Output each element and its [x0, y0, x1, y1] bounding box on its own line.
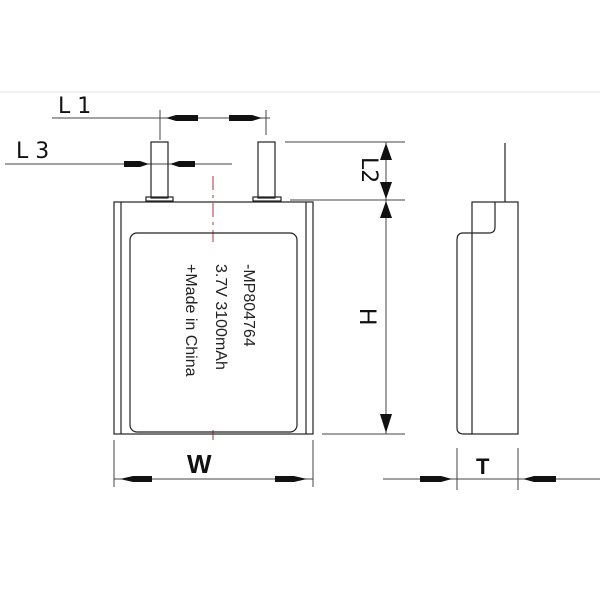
dim-label-l3: L 3 [16, 139, 49, 164]
arrowhead [124, 161, 149, 167]
label-origin: +Made in China [182, 264, 199, 377]
label-model: -MP804764 [240, 264, 257, 347]
dim-label-t: T [476, 454, 490, 479]
dim-label-h: H [354, 308, 381, 325]
arrowhead [523, 476, 556, 482]
label-spec: 3.7V 3100mAh [212, 264, 229, 370]
arrowhead [229, 115, 262, 121]
tab-base [145, 196, 174, 202]
arrowhead [166, 115, 198, 121]
tab-base [252, 196, 282, 202]
arrowhead [420, 476, 452, 482]
dim-label-l2: L2 [356, 157, 381, 183]
battery-body [113, 201, 314, 435]
label-area [129, 232, 298, 433]
arrowhead [120, 476, 152, 482]
negative-tab [150, 141, 169, 199]
positive-tab [257, 141, 276, 199]
side-view-pouch [456, 202, 496, 435]
arrowhead [380, 201, 392, 218]
battery-label-text: -MP804764 3.7V 3100mAh +Made in China [182, 264, 257, 377]
dim-label-l1: L 1 [58, 94, 91, 119]
arrowhead [275, 476, 307, 482]
dim-label-w: W [187, 449, 212, 479]
side-view-body [471, 201, 519, 435]
arrowhead [170, 161, 195, 167]
arrowhead [380, 414, 392, 433]
arrowhead [380, 182, 392, 199]
arrowhead [380, 143, 392, 160]
